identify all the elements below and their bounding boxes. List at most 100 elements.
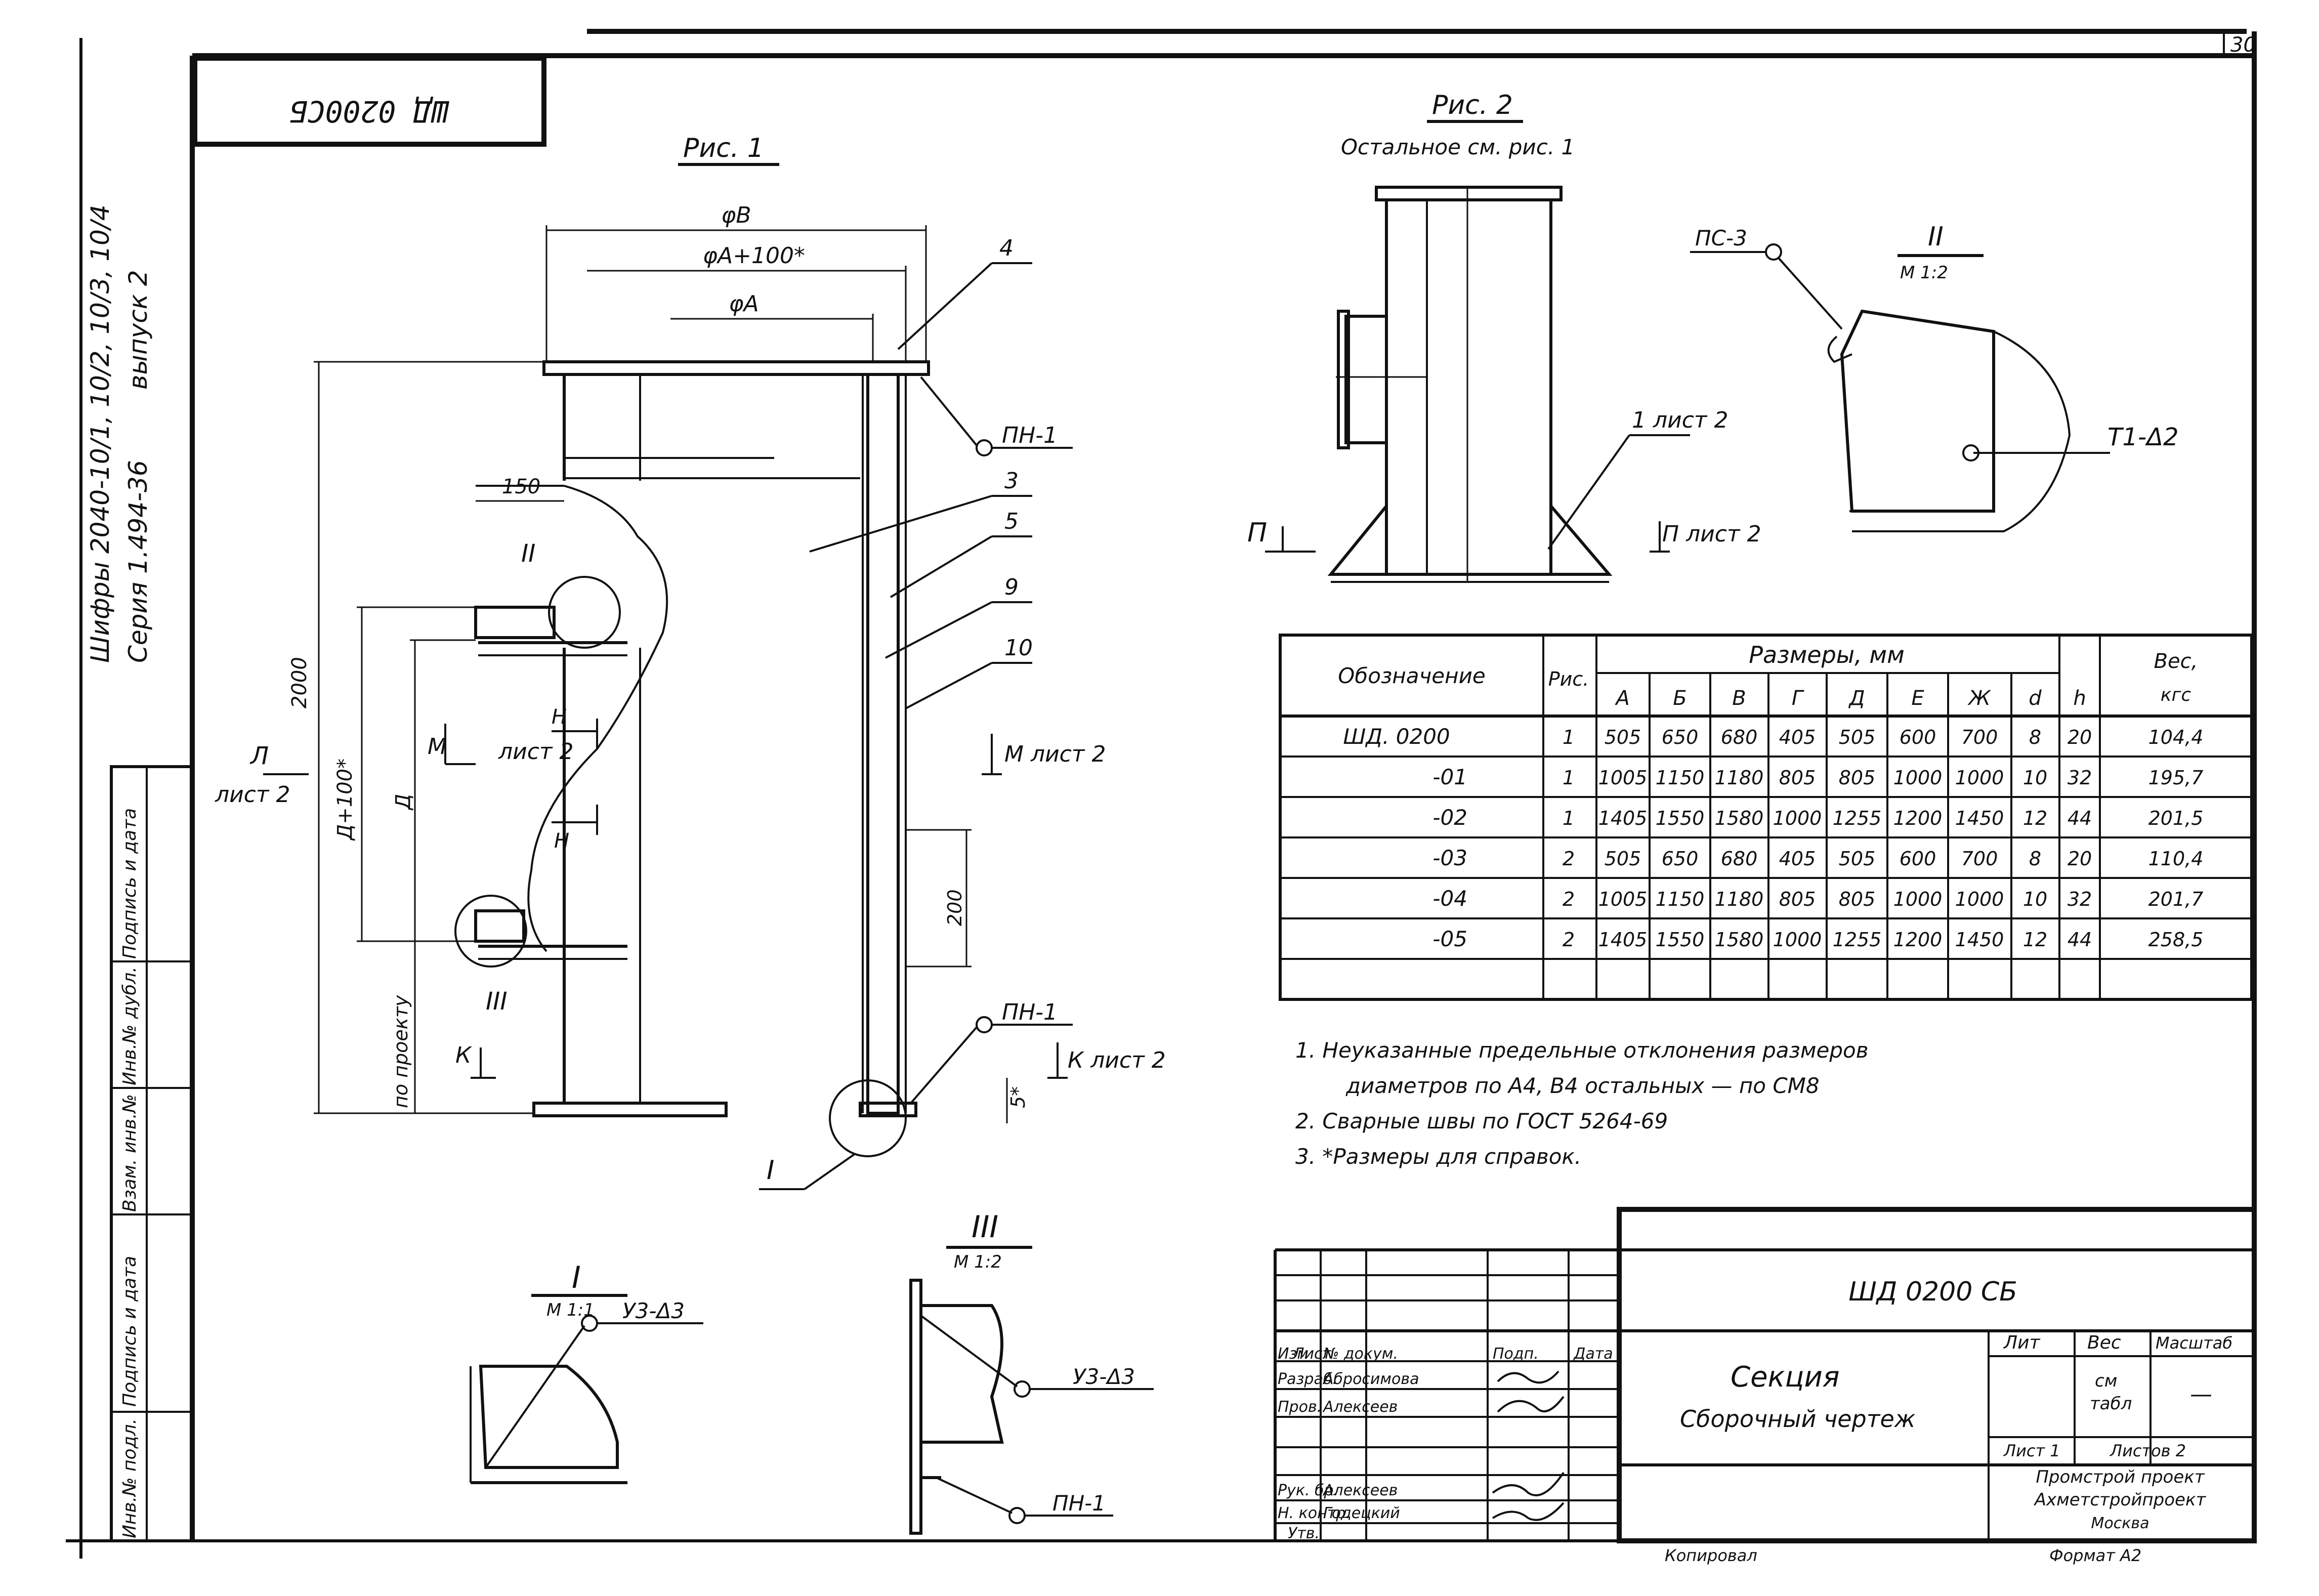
table-header-designation: Обозначение <box>1338 663 1485 688</box>
callout-3: 3 <box>1004 468 1019 494</box>
person-prov: Алексеев <box>1322 1398 1398 1416</box>
table-cell-r1-c11: 195,7 <box>2148 767 2204 789</box>
title-name-2: Сборочный чертеж <box>1680 1405 1916 1433</box>
dim-d100: Д+100* <box>333 759 357 841</box>
col-data: Дата <box>1573 1345 1613 1363</box>
fig2-sheet-label: 1 лист 2 <box>1632 407 1728 433</box>
table-cell-r1-c10: 32 <box>2068 767 2092 789</box>
fig2-p-left: П <box>1247 518 1267 548</box>
section-l: Л <box>249 742 269 770</box>
title-masshtab: Масштаб <box>2156 1333 2232 1353</box>
detail-mark-i: I <box>767 1155 774 1186</box>
table-cell-r4-c6: 805 <box>1839 888 1876 910</box>
dim-phi-a100: φА+100* <box>703 243 805 269</box>
table-cell-r0-c11: 104,4 <box>2148 726 2204 748</box>
dim-phi-b: φВ <box>721 202 751 228</box>
subheader-a: А <box>1614 687 1629 710</box>
table-cell-r1-c2: 1005 <box>1598 767 1648 789</box>
table-cell-r4-c9: 10 <box>2023 888 2047 910</box>
col-izm: Изм <box>1278 1345 1309 1363</box>
table-cell-r5-c2: 1405 <box>1598 929 1648 951</box>
detail-mark-iii: III <box>486 987 507 1016</box>
table-cell-r2-c2: 1405 <box>1598 807 1648 829</box>
table-cell-r3-c0: -03 <box>1432 846 1467 870</box>
stamp-inv-podl: Инв.№ подл. <box>119 1418 140 1538</box>
table-header-weight-unit: кгс <box>2161 685 2191 705</box>
dim-phi-a: φА <box>729 291 758 317</box>
title-masshtab-val: — <box>2190 1381 2212 1407</box>
title-code: ШД 0200 СБ <box>1848 1277 2017 1307</box>
subheader-h: h <box>2073 687 2086 710</box>
subheader-e: Е <box>1911 687 1924 710</box>
detail-ii-title: II <box>1928 222 1944 252</box>
person-ruk-br: Алексеев <box>1322 1482 1398 1499</box>
table-cell-r3-c11: 110,4 <box>2148 848 2204 870</box>
table-cell-r0-c6: 505 <box>1839 726 1876 748</box>
detail-iii-weld2: ПН-1 <box>1052 1491 1106 1516</box>
section-n-sheet: лист 2 <box>498 739 574 765</box>
table-cell-r4-c1: 2 <box>1563 888 1575 910</box>
section-m-sheet: М лист 2 <box>1004 741 1106 767</box>
table-cell-r2-c0: -02 <box>1432 805 1467 830</box>
table-cell-r5-c0: -05 <box>1432 927 1467 951</box>
table-cell-r0-c1: 1 <box>1563 726 1575 748</box>
table-cell-r5-c1: 2 <box>1563 929 1575 951</box>
table-cell-r2-c11: 201,5 <box>2148 807 2204 829</box>
title-list: Лист 1 <box>2003 1441 2060 1460</box>
table-header-weight: Вес, <box>2154 650 2198 673</box>
dim-2000: 2000 <box>288 657 311 708</box>
figure-1: Рис. 1 φВ φА+100* φА <box>215 133 1166 1190</box>
detail-iii: III М 1:2 У3-Δ3 ПН-1 <box>909 1209 1154 1535</box>
table-cell-r0-c4: 680 <box>1721 726 1758 748</box>
table-cell-r1-c5: 805 <box>1779 767 1816 789</box>
stamp-vzam-inv: Взам. инв.№ <box>119 1094 140 1212</box>
detail-iii-title: III <box>972 1209 998 1245</box>
rotated-stamp: ШД 0200СБ <box>192 56 546 147</box>
stamp-podpis-data-2: Подпись и дата <box>119 808 140 959</box>
detail-i-title: I <box>572 1260 581 1295</box>
subheader-zh: Ж <box>1967 687 1991 710</box>
detail-i-weld: У3-Δ3 <box>622 1298 685 1323</box>
title-org3: Москва <box>2091 1515 2149 1532</box>
section-l-sheet: лист 2 <box>215 782 290 808</box>
notes: 1. Неуказанные предельные отклонения раз… <box>1295 1038 1869 1169</box>
left-stamp-column: Инв.№ подл. Подпись и дата Взам. инв.№ И… <box>110 765 194 1542</box>
section-n-top: Н <box>552 705 567 729</box>
format-label: Формат А2 <box>2049 1546 2141 1565</box>
fig2-title: Рис. 2 <box>1432 90 1513 120</box>
table-cell-r2-c8: 1450 <box>1955 807 2004 829</box>
detail-mark-ii: II <box>521 539 535 568</box>
table-header-fig: Рис. <box>1548 668 1589 690</box>
section-n-bottom: Н <box>554 829 569 853</box>
detail-i: I М 1:1 У3-Δ3 <box>470 1260 703 1484</box>
role-n-kontr: Н. контр. <box>1278 1504 1351 1522</box>
role-ruk-br: Рук. бр. <box>1278 1482 1338 1499</box>
table-cell-r1-c0: -01 <box>1432 765 1467 789</box>
series-line3: выпуск 2 <box>123 270 153 390</box>
role-prov: Пров. <box>1278 1398 1322 1416</box>
table-header-dims: Размеры, мм <box>1749 641 1905 668</box>
callout-5: 5 <box>1004 509 1019 534</box>
table-cell-r4-c0: -04 <box>1432 886 1467 911</box>
signature-prov <box>1497 1396 1565 1413</box>
note-1: 1. Неуказанные предельные отклонения раз… <box>1295 1038 1869 1063</box>
dim-project: по проекту <box>390 995 412 1108</box>
table-cell-r3-c10: 20 <box>2068 848 2092 870</box>
table-cell-r4-c7: 1000 <box>1893 888 1943 910</box>
table-cell-r4-c2: 1005 <box>1598 888 1648 910</box>
table-cell-r2-c5: 1000 <box>1773 807 1822 829</box>
table-cell-r5-c10: 44 <box>2068 929 2092 951</box>
table-cell-r4-c8: 1000 <box>1955 888 2004 910</box>
note-3: 3. *Размеры для справок. <box>1295 1144 1581 1169</box>
table-cell-r3-c9: 8 <box>2029 848 2041 870</box>
table-cell-r4-c11: 201,7 <box>2148 888 2204 910</box>
table-cell-r2-c7: 1200 <box>1893 807 1943 829</box>
title-lit: Лит <box>2003 1332 2040 1353</box>
table-cell-r2-c10: 44 <box>2068 807 2092 829</box>
table-cell-r3-c8: 700 <box>1961 848 1998 870</box>
title-name-1: Секция <box>1731 1361 1840 1394</box>
table-cell-r5-c4: 1580 <box>1715 929 1764 951</box>
table-cell-r0-c0: ШД. 0200 <box>1343 724 1450 749</box>
section-k: К <box>455 1042 472 1068</box>
